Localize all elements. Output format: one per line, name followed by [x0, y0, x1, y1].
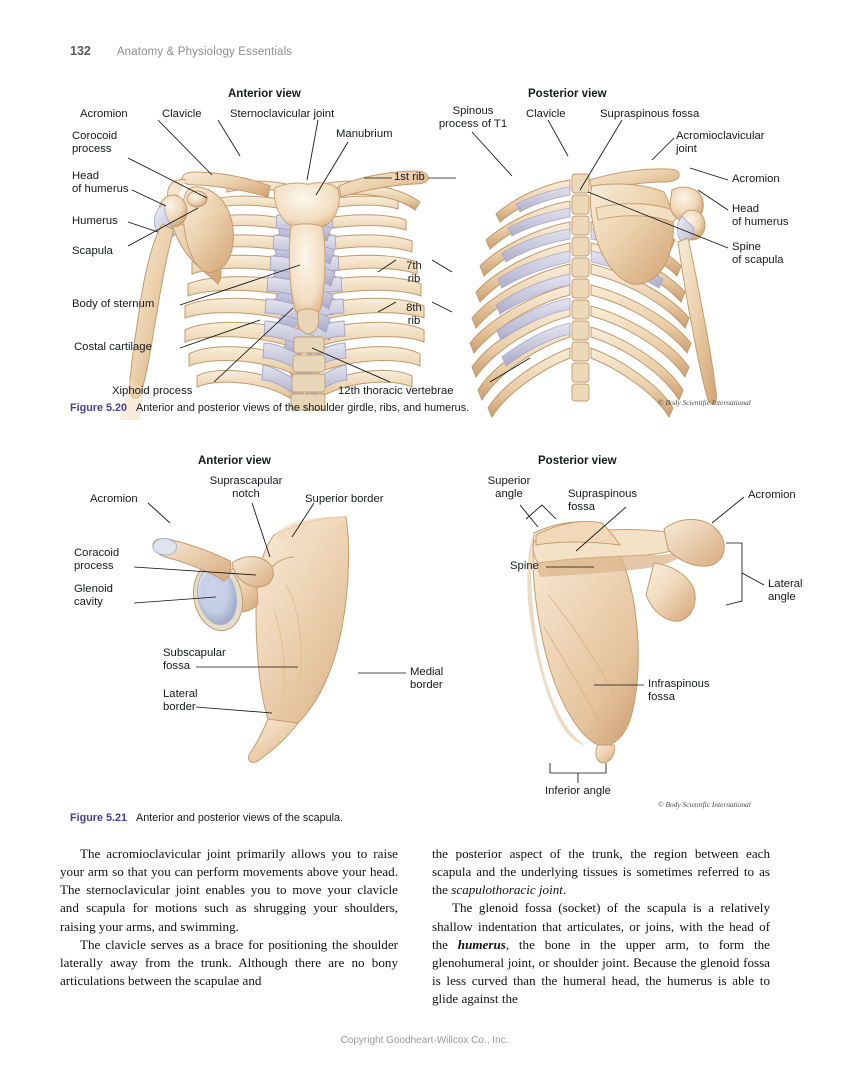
scapulothoracic-text-a: the posterior aspect of the trunk, the r…	[432, 846, 770, 898]
label-glenoid-cavity: Glenoid cavity	[74, 583, 113, 609]
label-scapula: Scapula	[72, 245, 113, 257]
scapulothoracic-text-b: .	[562, 882, 567, 898]
label-spine-of-scapula: Spine of scapula	[732, 241, 784, 267]
label-medial-border: Medial border	[410, 666, 444, 692]
figure-520-caption: Figure 5.20 Anterior and posterior views …	[70, 402, 469, 414]
label-1st-rib: 1st rib	[394, 171, 425, 183]
label-7th-rib: 7th rib	[406, 260, 422, 286]
label-clavicle-anterior: Clavicle	[162, 108, 202, 120]
label-sternoclavicular-joint: Sternoclavicular joint	[230, 108, 335, 120]
page-footer: Copyright Goodheart-Willcox Co., Inc.	[340, 1035, 509, 1046]
label-clavicle-posterior: Clavicle	[526, 108, 566, 120]
running-head: 132 Anatomy & Physiology Essentials	[70, 44, 292, 58]
figure-520-anterior-view-title: Anterior view	[228, 88, 301, 100]
label-suprascapular-notch: Suprascapular notch	[209, 475, 283, 501]
paragraph-acromioclavicular: The acromioclavicular joint primarily al…	[60, 846, 398, 934]
label-humerus: Humerus	[72, 215, 118, 227]
label-lateral-border: Lateral border	[163, 688, 198, 714]
label-coracoid-process: Coracoid process	[74, 547, 120, 573]
scapulothoracic-term: scapulothoracic joint	[451, 882, 563, 898]
label-8th-rib: 8th rib	[406, 302, 422, 328]
label-acromioclavicular-joint: Acromioclavicular joint	[676, 130, 765, 156]
figure-5-20: Anterior view Posterior view	[60, 80, 790, 420]
figure-520-caption-number: Figure 5.20	[70, 402, 128, 414]
scapula-illustrations	[152, 516, 725, 764]
body-column-right: the posterior aspect of the trunk, the r…	[432, 845, 770, 1008]
figure-521-anterior-view-title: Anterior view	[198, 455, 271, 467]
label-12th-thoracic-vertebrae: 12th thoracic vertebrae	[338, 385, 454, 397]
figure-521-caption: Figure 5.21 Anterior and posterior views …	[70, 812, 343, 824]
label-superior-angle: Superior angle	[487, 475, 531, 501]
label-superior-border: Superior border	[305, 493, 384, 505]
label-subscapular-fossa: Subscapular fossa	[163, 647, 226, 673]
body-column-left: The acromioclavicular joint primarily al…	[60, 845, 398, 990]
label-acromion-scapula-posterior: Acromion	[748, 489, 796, 501]
label-acromion-anterior: Acromion	[80, 108, 128, 120]
figure-521-credit: © Body Scientific International	[658, 800, 751, 809]
label-head-of-humerus-anterior: Head of humerus	[72, 170, 129, 196]
label-body-of-sternum: Body of sternum	[72, 298, 155, 310]
label-inferior-angle: Inferior angle	[545, 785, 611, 797]
page-number: 132	[70, 44, 91, 58]
humerus-term: humerus	[457, 936, 506, 952]
figure-5-21: Anterior view Posterior view	[60, 445, 803, 815]
figure-520-posterior-view-title: Posterior view	[528, 88, 607, 100]
label-spinous-process-t1: Spinous process of T1	[438, 105, 508, 131]
label-supraspinous-fossa: Supraspinous fossa	[600, 108, 700, 120]
label-infraspinous-fossa: Infraspinous fossa	[648, 678, 710, 704]
figure-521-posterior-view-title: Posterior view	[538, 455, 617, 467]
paragraph-clavicle-brace: The clavicle serves as a brace for posit…	[60, 936, 398, 989]
figure-520-caption-text: Anterior and posterior views of the shou…	[136, 402, 470, 414]
label-xiphoid-process: Xiphoid process	[112, 385, 193, 397]
label-costal-cartilage: Costal cartilage	[74, 341, 152, 353]
label-spine: Spine	[510, 560, 539, 572]
glenoid-text-a: The glenoid fossa (socket) of the scapul…	[432, 900, 770, 952]
label-supraspinous-fossa-scapula: Supraspinous fossa	[568, 488, 638, 514]
paragraph-scapulothoracic: the posterior aspect of the trunk, the r…	[432, 845, 770, 899]
label-manubrium: Manubrium	[336, 128, 393, 140]
glenoid-text-b: , the bone in the upper arm, to form the…	[432, 936, 770, 1007]
paragraph-glenoid-fossa: The glenoid fossa (socket) of the scapul…	[432, 899, 770, 1008]
label-acromion-posterior: Acromion	[732, 173, 780, 185]
figure-520-credit: © Body Scientific International	[658, 398, 751, 407]
figure-521-caption-text: Anterior and posterior views of the scap…	[136, 812, 344, 824]
book-title: Anatomy & Physiology Essentials	[116, 46, 293, 58]
label-lateral-angle: Lateral angle	[768, 578, 803, 604]
figure-521-caption-number: Figure 5.21	[70, 812, 128, 824]
label-corocoid-process: Corocoid process	[72, 130, 118, 156]
label-acromion-scapula-anterior: Acromion	[90, 493, 138, 505]
label-head-of-humerus-posterior: Head of humerus	[732, 203, 789, 229]
